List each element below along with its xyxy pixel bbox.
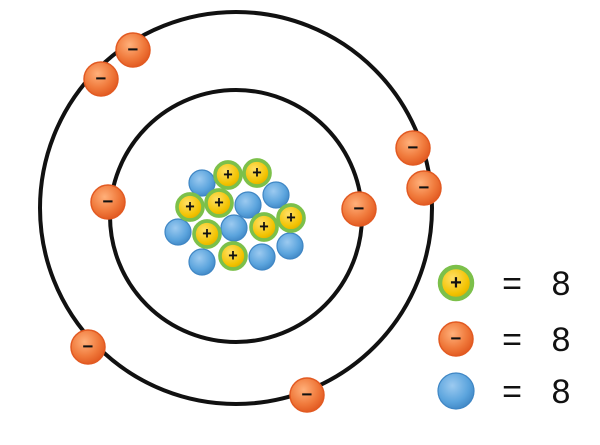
proton: + [218, 241, 248, 271]
legend: +=8−=8=8 [437, 264, 571, 411]
legend-neutron-icon [437, 372, 475, 410]
electron: − [395, 130, 431, 166]
proton: + [204, 188, 234, 218]
neutron [220, 214, 248, 242]
plus-sign: + [259, 218, 269, 236]
neutron [188, 169, 216, 197]
legend-proton-icon: + [437, 264, 475, 302]
plus-sign: + [185, 198, 195, 216]
minus-sign: − [128, 38, 139, 59]
electron: − [115, 32, 151, 68]
electron: − [83, 61, 119, 97]
minus-sign: − [408, 136, 419, 157]
plus-sign: + [214, 194, 224, 212]
proton: + [213, 160, 243, 190]
plus-sign: + [202, 225, 212, 243]
plus-sign: + [228, 247, 238, 265]
plus-sign: + [223, 166, 233, 184]
plus-sign: + [286, 209, 296, 227]
legend-equals: = [502, 373, 522, 411]
legend-row-electron: − = 8 [438, 321, 571, 359]
electron: − [289, 377, 325, 413]
minus-sign: − [83, 335, 94, 356]
electron: − [70, 329, 106, 365]
plus-sign: + [252, 164, 262, 182]
neutron [164, 218, 192, 246]
minus-sign: − [103, 190, 114, 211]
proton: + [249, 212, 279, 242]
nucleus: ++++++++ [164, 158, 306, 276]
legend-row-proton: + = 8 [437, 264, 571, 303]
legend-count: 8 [552, 265, 571, 303]
legend-count: 8 [552, 373, 571, 411]
minus-sign: − [302, 383, 313, 404]
legend-count: 8 [552, 321, 571, 359]
proton: + [175, 192, 205, 222]
electron: − [341, 191, 377, 227]
neutron [276, 232, 304, 260]
outer-orbit [38, 10, 434, 406]
minus-sign: − [451, 327, 462, 348]
neutron [188, 248, 216, 276]
electron: − [406, 170, 442, 206]
neutron [262, 181, 290, 209]
electrons: −−−−−−−− [70, 32, 442, 413]
electron: − [90, 184, 126, 220]
legend-equals: = [502, 265, 522, 303]
plus-sign: + [450, 272, 462, 294]
minus-sign: − [354, 197, 365, 218]
legend-electron-icon: − [438, 321, 474, 357]
neutron [234, 191, 262, 219]
minus-sign: − [96, 67, 107, 88]
proton: + [242, 158, 272, 188]
legend-row-neutron: =8 [437, 372, 571, 411]
neutron [248, 243, 276, 271]
minus-sign: − [419, 176, 430, 197]
proton: + [192, 219, 222, 249]
legend-equals: = [502, 321, 522, 359]
proton: + [276, 203, 306, 233]
